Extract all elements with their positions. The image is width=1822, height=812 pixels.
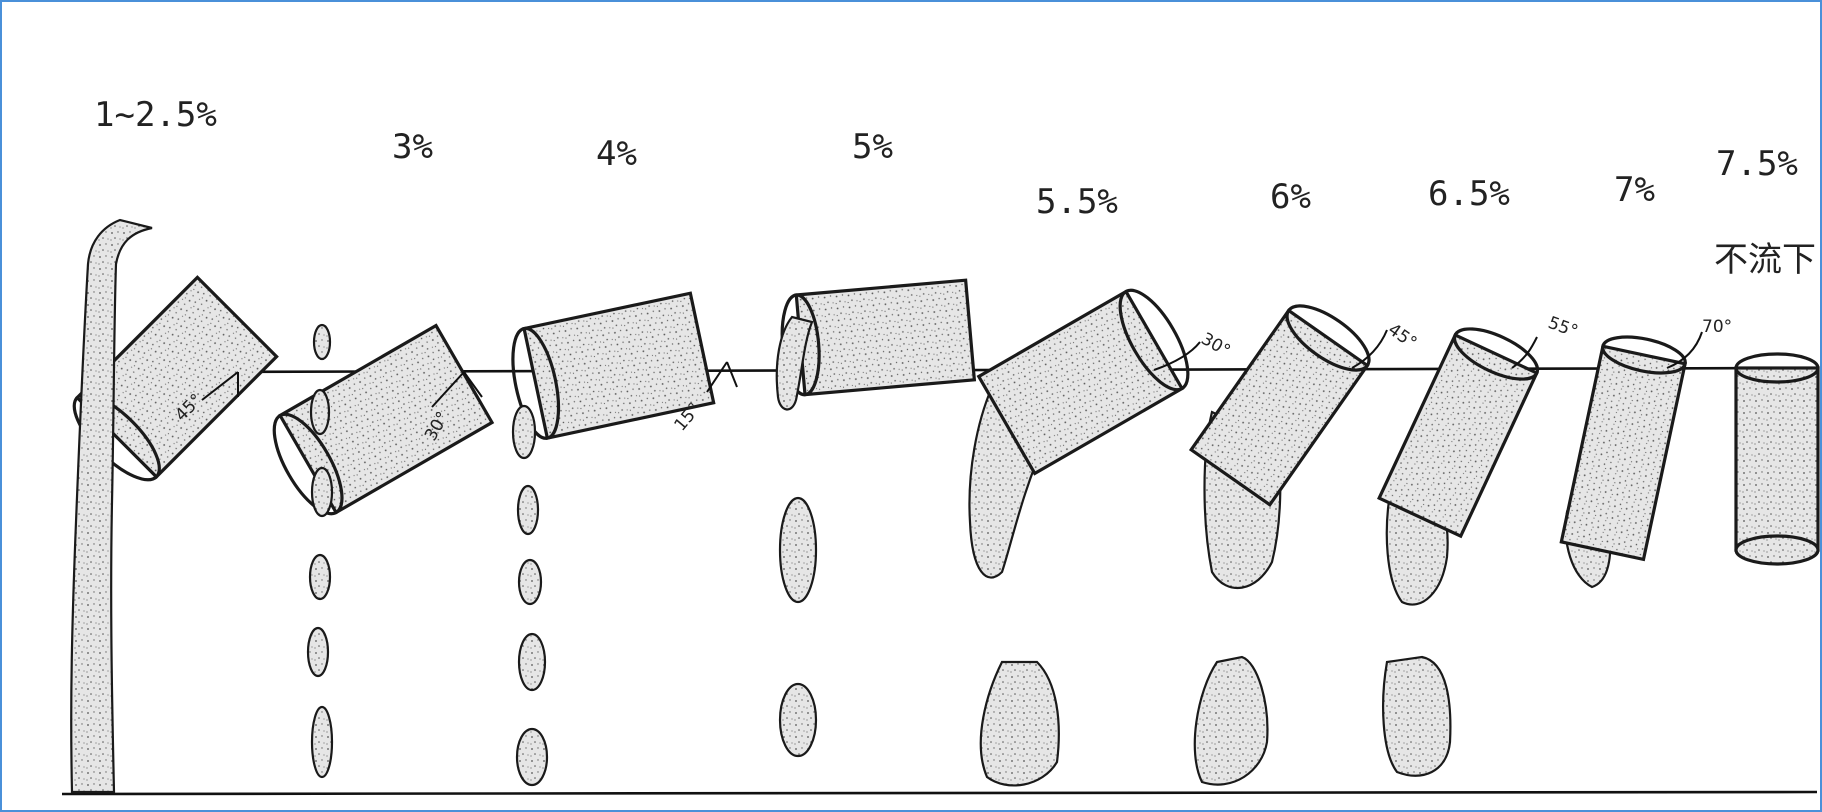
stage-4-blob <box>780 498 816 602</box>
stage-7-cup <box>1379 319 1544 776</box>
percent-label-stage-5: 5.5% <box>1036 182 1118 222</box>
percent-label-stage-9: 7.5% <box>1716 144 1798 184</box>
stage-6-cup <box>1191 294 1379 785</box>
base-line <box>62 792 1817 794</box>
stage-4-cup <box>777 280 975 756</box>
stage-3-drops <box>513 406 547 785</box>
stage-5-blob <box>981 662 1059 785</box>
percent-label-stage-3: 4% <box>596 134 637 174</box>
percent-label-stage-8: 7% <box>1614 170 1655 210</box>
angle-label-stage-6: 45° <box>1384 320 1420 354</box>
angle-label-stage-8: 70° <box>1702 317 1732 337</box>
stage-2-cup <box>261 325 492 777</box>
percent-label-stage-6: 6% <box>1270 177 1311 217</box>
stage-6-blob <box>1195 657 1268 785</box>
angle-label-stage-7: 55° <box>1545 313 1580 342</box>
percent-label-stage-7: 6.5% <box>1428 174 1510 214</box>
no-flow-note: 不流下 <box>1714 232 1816 281</box>
stage-9-cup <box>1736 354 1818 564</box>
stage-7-blob <box>1383 657 1450 776</box>
angle-label-stage-5: 30° <box>1198 329 1234 361</box>
stage-3-cup <box>505 293 714 785</box>
stage-1-cup <box>62 220 277 792</box>
percent-label-stage-1: 1~2.5% <box>94 95 217 135</box>
stage-4-blob <box>780 684 816 756</box>
percent-label-stage-4: 5% <box>852 127 893 167</box>
stage-5-cup <box>969 281 1201 786</box>
percent-label-stage-2: 3% <box>392 127 433 167</box>
stage-1-stream <box>71 220 152 792</box>
